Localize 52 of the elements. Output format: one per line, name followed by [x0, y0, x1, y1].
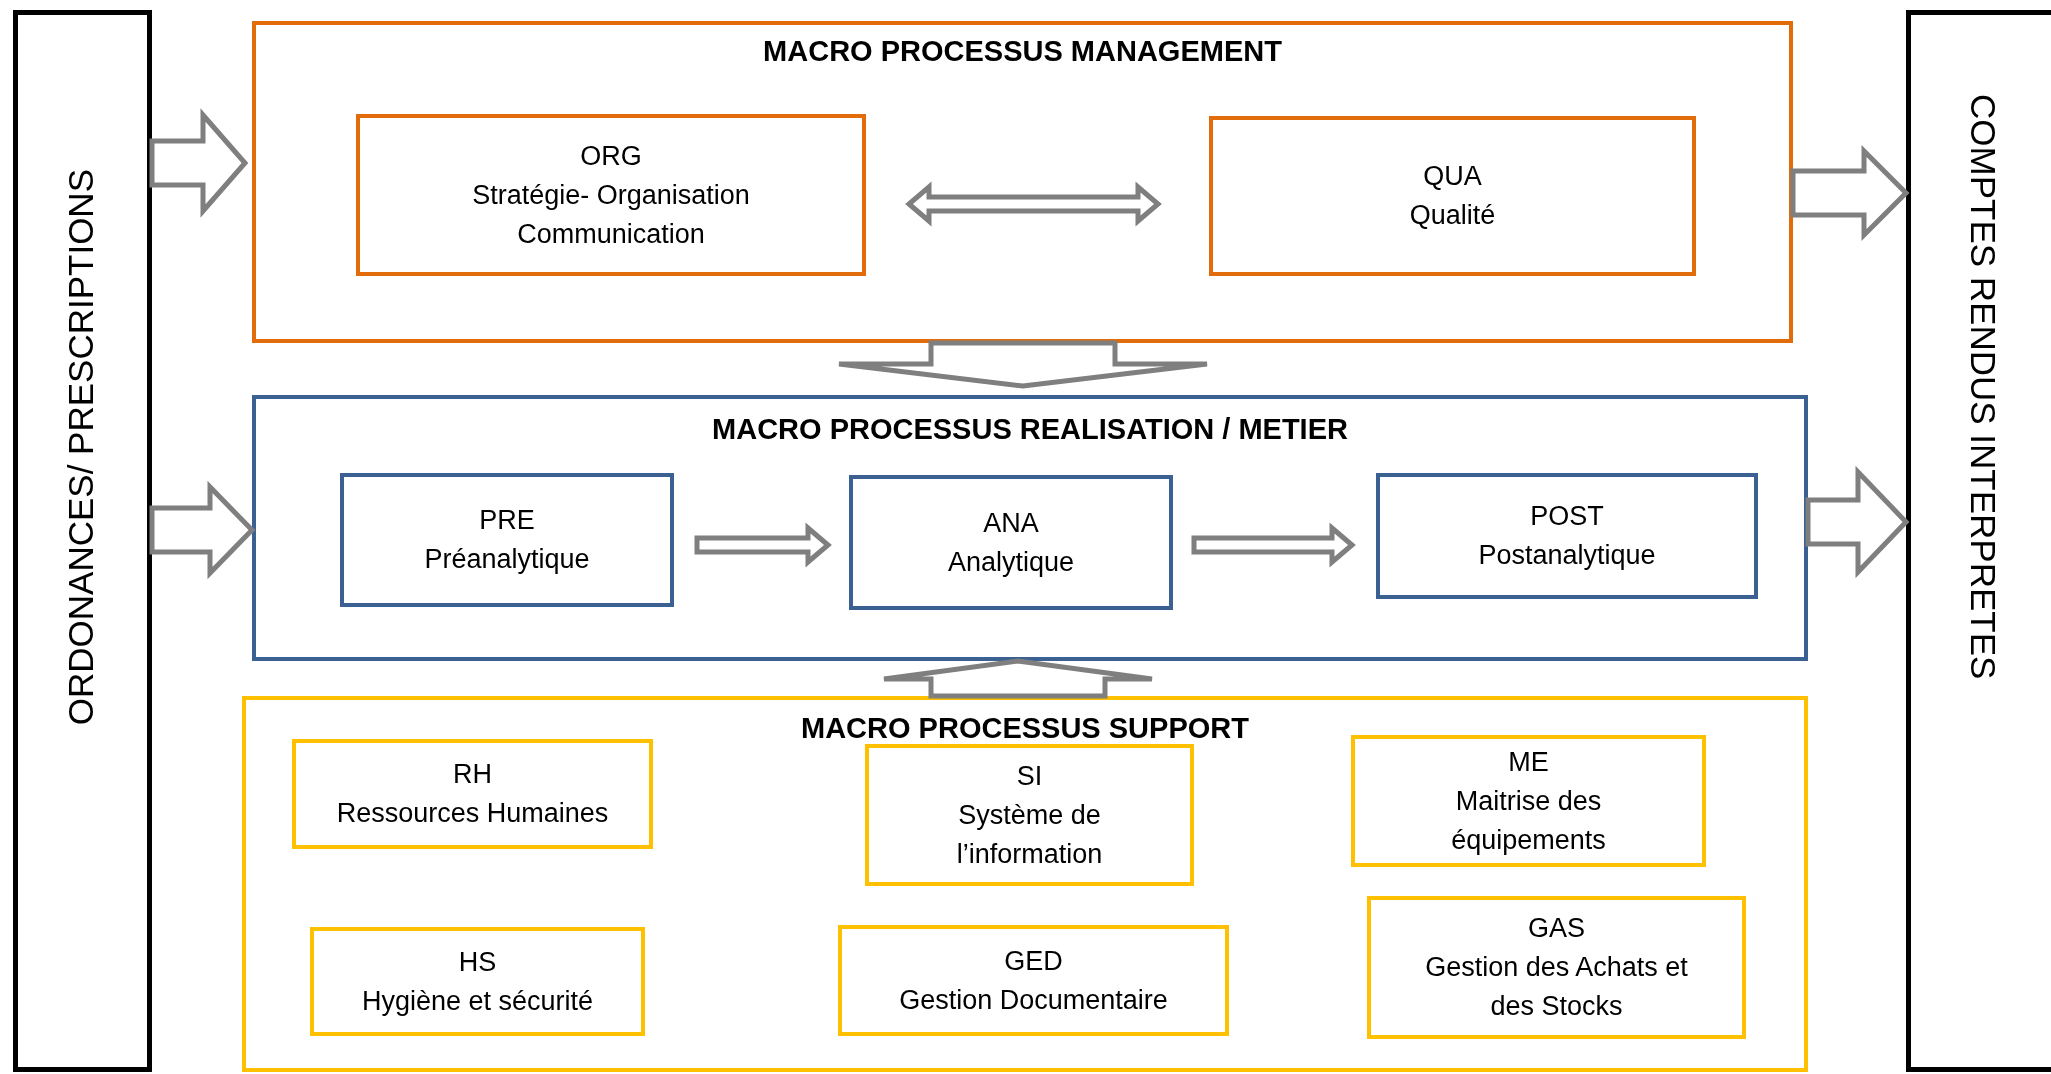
- process-code: PRE: [479, 504, 535, 537]
- block-arrow: [149, 108, 249, 218]
- process-box: [849, 475, 1173, 610]
- process-box: [1367, 896, 1746, 1039]
- process-code: HS: [458, 945, 497, 979]
- process-label: Stratégie- Organisation Communication: [471, 178, 751, 251]
- process-label: Analytique: [947, 545, 1075, 579]
- block-arrow: [149, 480, 256, 580]
- process-box: [292, 739, 653, 849]
- block-arrow: [1805, 465, 1910, 579]
- frame-title: MACRO PROCESSUS MANAGEMENT: [762, 35, 1283, 68]
- process-code: RH: [453, 758, 492, 791]
- process-code: POST: [1530, 500, 1604, 533]
- process-code: GAS: [1528, 912, 1585, 945]
- process-label: Préanalytique: [424, 543, 590, 576]
- frame-title: MACRO PROCESSUS SUPPORT: [800, 712, 1250, 745]
- block-arrow: [1191, 522, 1356, 568]
- block-arrow: [1790, 144, 1910, 242]
- process-box: [340, 473, 674, 607]
- process-code: GED: [1004, 944, 1063, 978]
- block-arrow: [905, 181, 1162, 227]
- block-arrow: [694, 522, 832, 568]
- process-label: Maitrise des équipements: [1450, 784, 1607, 857]
- process-box: [1209, 116, 1696, 276]
- vertical-label: ORDONANCES/ PRESCRIPTIONS: [60, 168, 101, 726]
- process-label: Gestion Documentaire: [899, 983, 1168, 1017]
- macro-process-frame: [242, 696, 1808, 1072]
- process-label: Hygiène et sécurité: [361, 984, 594, 1018]
- process-code: ORG: [580, 139, 642, 173]
- frame-title: MACRO PROCESSUS REALISATION / METIER: [711, 413, 1349, 446]
- process-box: [310, 927, 645, 1036]
- macro-process-frame: [252, 21, 1793, 343]
- block-arrow: [836, 340, 1210, 389]
- process-box: [1351, 735, 1706, 867]
- process-box: [838, 925, 1229, 1036]
- process-box: [865, 744, 1194, 886]
- process-code: SI: [1016, 759, 1043, 793]
- process-label: Gestion des Achats et des Stocks: [1424, 951, 1689, 1023]
- side-bar: [1906, 10, 2051, 1072]
- block-arrow: [881, 658, 1155, 699]
- process-code: ANA: [983, 506, 1039, 540]
- process-label: Qualité: [1409, 199, 1496, 232]
- macro-process-frame: [252, 395, 1808, 661]
- process-label: Système de l’information: [955, 798, 1104, 871]
- process-code: QUA: [1423, 160, 1482, 193]
- process-box: [1376, 473, 1758, 599]
- vertical-label: COMPTES RENDUS INTERPRETES: [1963, 94, 2003, 680]
- process-label: Postanalytique: [1478, 539, 1656, 572]
- process-box: [356, 114, 866, 276]
- process-code: ME: [1508, 745, 1549, 779]
- process-label: Ressources Humaines: [336, 797, 609, 830]
- side-bar: [13, 10, 152, 1072]
